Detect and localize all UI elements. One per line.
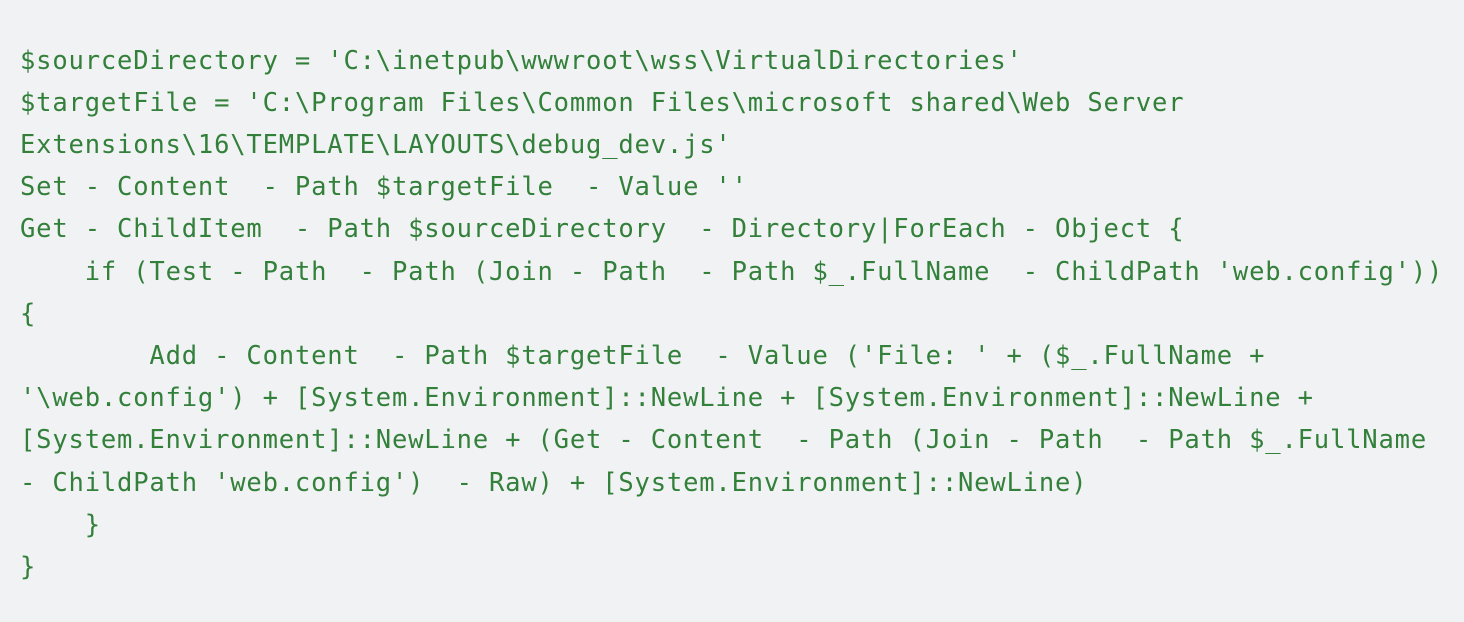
- code-block[interactable]: $sourceDirectory = 'C:\inetpub\wwwroot\w…: [0, 25, 1464, 622]
